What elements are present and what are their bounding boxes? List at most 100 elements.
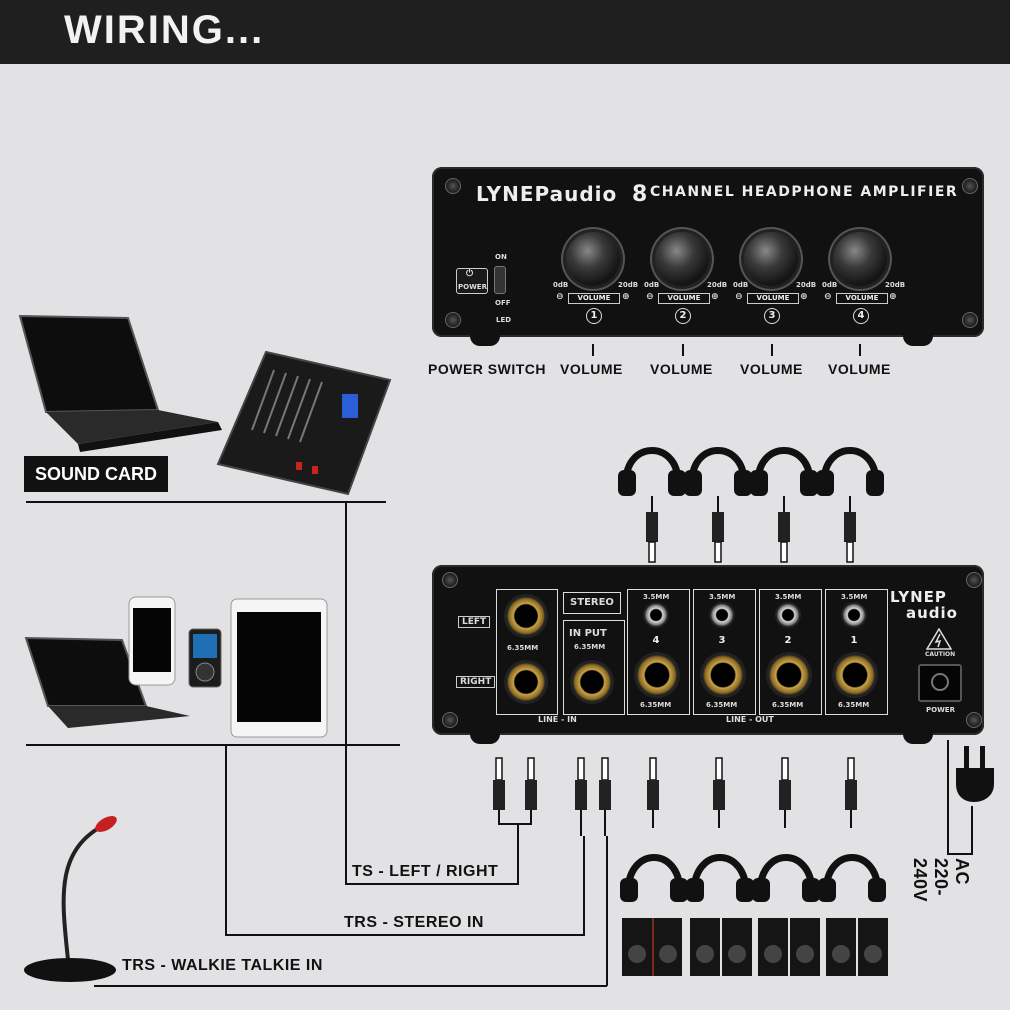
large-jack-size: 6.35MM [838,701,870,709]
out-3.5mm-jack-1[interactable] [841,602,867,628]
input-box [563,620,625,715]
mixer-icon [216,350,392,496]
music-player-icon [188,628,222,688]
screw-icon [966,712,982,728]
volume-knob-3[interactable] [744,232,798,286]
power-socket[interactable] [918,664,962,702]
callout-volume: VOLUME [560,361,623,377]
laptop-icon [24,636,190,728]
foot [470,732,500,744]
minus-icon: ⊖ [646,292,654,302]
back-brand-bottom: audio [906,604,958,622]
channel-number: 1 [586,308,602,324]
channel-number: 3 [764,308,780,324]
plus-icon: ⊕ [889,292,897,302]
small-jack-size: 3.5MM [841,593,868,601]
power-icon: ⏻ [466,269,474,279]
switch-on-label: ON [495,253,507,261]
channel-count: 8 [632,182,649,207]
channel-number: 4 [853,308,869,324]
knob-volume-label: VOLUME [658,293,710,304]
line-out-box [693,589,756,715]
stereo-label: STEREO [563,592,621,614]
power-socket-pin [931,673,949,691]
knob-volume-label: VOLUME [747,293,799,304]
small-jack-size: 3.5MM [775,593,802,601]
screw-icon [966,572,982,588]
screw-icon [442,712,458,728]
plus-icon: ⊕ [711,292,719,302]
foot [903,334,933,346]
input-size-label: 6.35MM [574,643,606,651]
back-panel [432,565,984,735]
speakers-row [622,918,888,976]
input-plugs [493,757,611,836]
screw-icon [445,312,461,328]
channel-number: 2 [784,635,792,646]
trs-walkie-label: TRS - WALKIE TALKIE IN [122,957,323,974]
knob-min-label: 0dB [733,281,749,289]
knob-min-label: 0dB [822,281,838,289]
power-label: POWER [926,706,955,714]
line-in-right-jack[interactable] [504,660,548,704]
stereo-input-jack[interactable] [570,660,614,704]
ts-connection-label: TS - LEFT / RIGHT [352,863,499,880]
knob-max-label: 20dB [618,281,639,289]
minus-icon: ⊖ [824,292,832,302]
channel-number: 3 [718,635,726,646]
knob-volume-label: VOLUME [836,293,888,304]
large-jack-size: 6.35MM [706,701,738,709]
back-brand-top: LYNEP [890,588,947,606]
caution-label: CAUTION [925,651,956,658]
out-6.35mm-jack-2[interactable] [766,652,812,698]
out-6.35mm-jack-3[interactable] [700,652,746,698]
power-plug-icon [956,746,994,802]
small-jack-size: 3.5MM [643,593,670,601]
screw-icon [442,572,458,588]
screw-icon [962,312,978,328]
callout-volume: VOLUME [650,361,713,377]
output-plugs-headphones [620,757,886,902]
left-channel-label: LEFT [458,616,491,628]
out-3.5mm-jack-2[interactable] [775,602,801,628]
callout-power-switch: POWER SWITCH [428,361,546,377]
phone-icon [128,596,176,686]
ac-voltage-label: AC 220-240V [910,858,972,903]
power-toggle[interactable] [494,266,506,294]
header-bar [0,0,1010,64]
switch-off-label: OFF [495,299,511,307]
foot [903,732,933,744]
power-button-label: POWER [458,283,487,291]
screw-icon [445,178,461,194]
out-6.35mm-jack-1[interactable] [832,652,878,698]
microphone-icon [24,816,117,982]
page-title: WIRING... [64,8,265,52]
plus-icon: ⊕ [800,292,808,302]
plus-icon: ⊕ [622,292,630,302]
minus-icon: ⊖ [735,292,743,302]
volume-knob-4[interactable] [833,232,887,286]
input-label: IN PUT [569,628,607,639]
power-button[interactable] [456,268,488,294]
out-3.5mm-jack-4[interactable] [643,602,669,628]
minus-icon: ⊖ [556,292,564,302]
line-in-label: LINE - IN [538,715,577,724]
out-6.35mm-jack-4[interactable] [634,652,680,698]
out-3.5mm-jack-3[interactable] [709,602,735,628]
volume-knob-2[interactable] [655,232,709,286]
foot [470,334,500,346]
brand-logo: LYNEPaudio [476,182,618,206]
product-title: CHANNEL HEADPHONE AMPLIFIER [650,184,959,200]
small-jack-size: 3.5MM [709,593,736,601]
volume-knob-1[interactable] [566,232,620,286]
knob-volume-label: VOLUME [568,293,620,304]
knob-min-label: 0dB [553,281,569,289]
knob-max-label: 20dB [707,281,728,289]
large-jack-size: 6.35MM [640,701,672,709]
large-jack-size: 6.35MM [772,701,804,709]
line-out-box [759,589,822,715]
line-in-left-jack[interactable] [504,594,548,638]
channel-number: 1 [850,635,858,646]
